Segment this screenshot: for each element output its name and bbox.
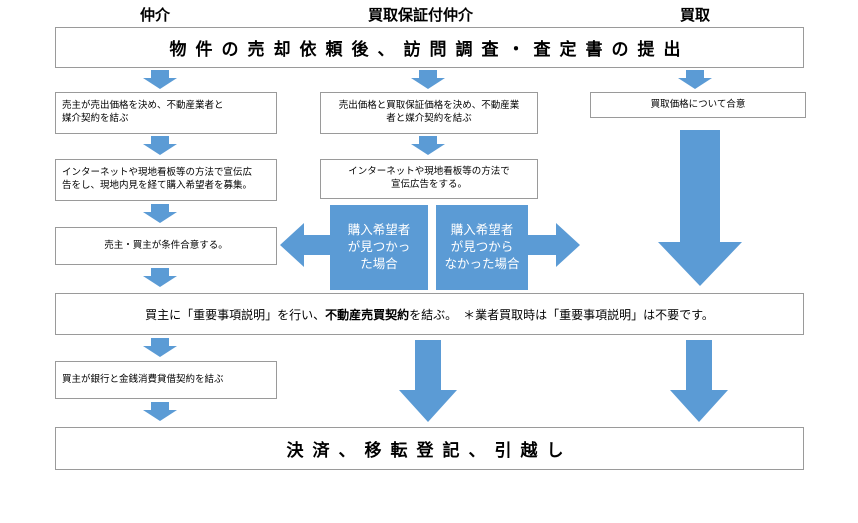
- buyer-not-found-box: 購入希望者 が見つから なかった場合: [436, 205, 528, 290]
- contract-part3: を結ぶ。 ＊業者買取時は「重要事項説明」は不要です。: [409, 307, 714, 322]
- buyer-found-line1: 購入希望者: [347, 222, 411, 238]
- col3-step1-text: 買取価格について合意: [650, 98, 746, 110]
- arrow-down-large-icon: [658, 130, 742, 286]
- col1-step1-line1: 売主が売出価格を決め、不動産業者と: [62, 100, 224, 112]
- arrow-right-icon: [526, 223, 580, 267]
- col2-step2-line2: 宣伝広告をする。: [390, 179, 467, 190]
- buyer-not-found-line2: が見つから: [450, 239, 514, 255]
- buyer-found-line3: た場合: [360, 255, 398, 271]
- header-guaranteed-brokerage: 買取保証付仲介: [368, 6, 474, 24]
- header-purchase: 買取: [680, 6, 711, 24]
- col1-step3-box: 売主・買主が条件合意する。: [55, 227, 277, 265]
- final-box-settlement: 決済、移転登記、引越し: [55, 427, 804, 470]
- col1-step4-box: 買主が銀行と金銭消費貸借契約を結ぶ: [55, 361, 277, 399]
- col2-step2-line1: インターネットや現地看板等の方法で: [348, 166, 510, 178]
- arrow-left-icon: [280, 223, 330, 267]
- buyer-not-found-line3: なかった場合: [444, 255, 520, 271]
- arrow-down-icon: [143, 70, 177, 89]
- buyer-found-line2: が見つかっ: [347, 239, 411, 255]
- col1-step4-text: 買主が銀行と金銭消費貸借契約を結ぶ: [62, 373, 224, 385]
- col1-step1-box: 売主が売出価格を決め、不動産業者と 媒介契約を結ぶ: [55, 92, 277, 134]
- arrow-down-icon: [143, 402, 177, 421]
- col2-step1-line1: 売出価格と買取保証価格を決め、不動産業: [338, 100, 520, 112]
- sales-contract-box: 買主に「重要事項説明」を行い、不動産売買契約を結ぶ。 ＊業者買取時は「重要事項説…: [55, 293, 804, 335]
- col2-step1-box: 売出価格と買取保証価格を決め、不動産業 者と媒介契約を結ぶ: [320, 92, 538, 134]
- arrow-down-icon: [678, 70, 712, 89]
- arrow-down-icon: [143, 268, 177, 287]
- col1-step1-line2: 媒介契約を結ぶ: [62, 113, 129, 124]
- arrow-down-icon: [143, 136, 177, 155]
- arrow-down-icon: [411, 70, 445, 89]
- arrow-down-large-icon: [670, 340, 728, 422]
- col1-step2-line2: 告をし、現地内見を経て購入希望者を募集。: [62, 180, 253, 191]
- contract-part1: 買主に「重要事項説明」を行い、: [145, 307, 326, 322]
- col3-step1-box: 買取価格について合意: [590, 92, 806, 118]
- arrow-down-icon: [143, 204, 177, 223]
- arrow-down-icon: [411, 136, 445, 155]
- col2-step2-box: インターネットや現地看板等の方法で 宣伝広告をする。: [320, 159, 538, 199]
- col1-step3-text: 売主・買主が条件合意する。: [104, 239, 228, 251]
- arrow-down-large-icon: [399, 340, 457, 422]
- buyer-found-box: 購入希望者 が見つかっ た場合: [330, 205, 428, 290]
- contract-part2-bold: 不動産売買契約: [325, 307, 410, 322]
- col1-step2-line1: インターネットや現地看板等の方法で宣伝広: [62, 167, 253, 179]
- arrow-down-icon: [143, 338, 177, 357]
- buyer-not-found-line1: 購入希望者: [450, 222, 514, 238]
- top-box-inspection-appraisal: 物件の売却依頼後、訪問調査・査定書の提出: [55, 27, 804, 68]
- col2-step1-line2: 者と媒介契約を結ぶ: [386, 113, 472, 124]
- col1-step2-box: インターネットや現地看板等の方法で宣伝広 告をし、現地内見を経て購入希望者を募集…: [55, 159, 277, 201]
- header-brokerage: 仲介: [140, 6, 171, 24]
